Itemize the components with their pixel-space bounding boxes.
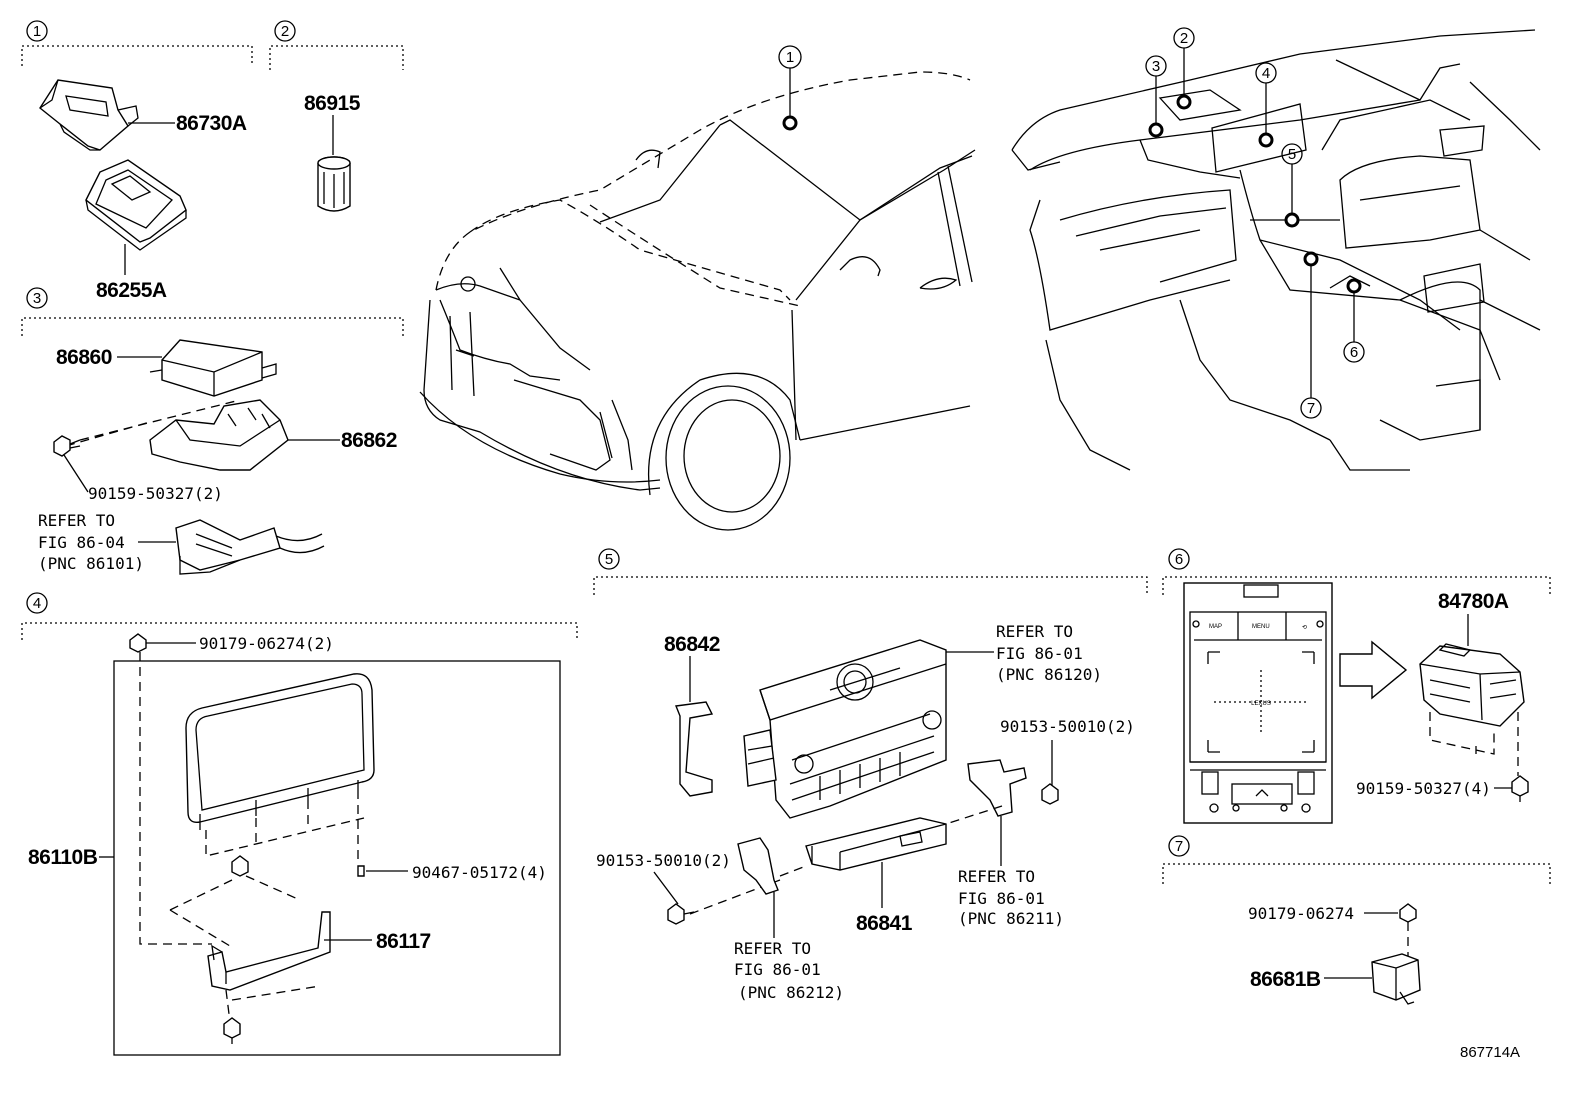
ref-text-line3: (PNC 86120)	[996, 665, 1102, 684]
wire-harness-drawing	[175, 519, 325, 575]
part-label-86681B: 86681B	[1250, 968, 1321, 991]
svg-text:3: 3	[1152, 58, 1160, 75]
part-86255A-drawing	[85, 159, 187, 251]
section-2-header: 2	[269, 20, 404, 70]
locator-marker-5: 5	[1281, 143, 1303, 228]
part-label-86110B: 86110B	[28, 846, 98, 869]
map-button: MAP	[1209, 624, 1222, 630]
part-label-86842: 86842	[664, 633, 720, 656]
part-label-90179-06274-2: 90179-06274(2)	[199, 634, 334, 653]
svg-text:7: 7	[1175, 838, 1183, 855]
svg-text:6: 6	[1175, 551, 1183, 568]
svg-text:4: 4	[1262, 65, 1270, 82]
part-label-84780A: 84780A	[1438, 590, 1509, 613]
ref-text-line1: REFER TO	[958, 867, 1035, 886]
part-84780A-drawing	[1419, 643, 1525, 727]
display-86110B-drawing	[185, 673, 375, 830]
section-4-header: 4	[21, 592, 578, 640]
part-label-86862: 86862	[341, 429, 397, 452]
locator-marker-2: 2	[1173, 27, 1195, 110]
ref-text-line3: (PNC 86211)	[958, 909, 1064, 928]
locator-marker-6: 6	[1343, 278, 1365, 363]
ref-text-line1: REFER TO	[38, 511, 115, 530]
bolt-bottom-drawing	[223, 1017, 241, 1044]
part-label-86117: 86117	[376, 930, 431, 953]
part-86681B-drawing	[1371, 953, 1421, 1005]
bolt-90179-top-drawing	[129, 633, 147, 653]
controller-logo: LEXUS	[1251, 701, 1271, 707]
ref-text-line2: FIG 86-01	[996, 644, 1083, 663]
svg-text:4: 4	[33, 595, 41, 612]
svg-text:7: 7	[1307, 400, 1315, 417]
part-label-90159-50327-2: 90159-50327(2)	[88, 484, 223, 503]
locator-marker-7: 7	[1300, 251, 1322, 419]
part-label-90159-50327-4: 90159-50327(4)	[1356, 779, 1491, 798]
audio-unit-drawing	[743, 639, 947, 819]
ref-text-line1: REFER TO	[734, 939, 811, 958]
svg-text:5: 5	[1288, 146, 1296, 163]
menu-button: MENU	[1252, 624, 1270, 630]
section-1-header: 1	[21, 20, 253, 66]
part-86915-drawing	[317, 156, 351, 212]
part-label-86730A: 86730A	[176, 112, 247, 135]
remote-touch-controller-drawing	[1183, 582, 1333, 824]
bolt-center-drawing	[231, 855, 249, 877]
bolt-90159-4-drawing	[1511, 775, 1529, 802]
figure-id: 867714A	[1460, 1044, 1520, 1061]
bracket-right-drawing	[967, 759, 1027, 817]
part-86730A-drawing	[39, 79, 139, 151]
ref-text-line1: REFER TO	[996, 622, 1073, 641]
section-7-header: 7	[1162, 835, 1551, 884]
part-label-86860: 86860	[56, 346, 112, 369]
locator-marker-4: 4	[1255, 62, 1277, 148]
bracket-left-drawing	[737, 837, 779, 895]
ref-text-line3: (PNC 86212)	[738, 983, 844, 1002]
part-86860-drawing	[149, 339, 277, 397]
svg-text:2: 2	[1180, 30, 1188, 47]
section-3-header: 3	[21, 287, 404, 336]
bolt-90153-left-drawing	[667, 903, 695, 925]
svg-text:1: 1	[33, 23, 41, 40]
ref-text-line2: FIG 86-04	[38, 533, 125, 552]
back-button: ⟲	[1302, 625, 1307, 631]
svg-text:3: 3	[33, 290, 41, 307]
vehicle-interior-drawing	[1011, 29, 1541, 471]
part-label-90153-50010-2-left: 90153-50010(2)	[596, 851, 731, 870]
ref-text-line3: (PNC 86101)	[38, 554, 144, 573]
arrow-icon	[1339, 640, 1408, 700]
bolt-90159-2-drawing	[53, 435, 81, 457]
part-86862-drawing	[149, 399, 289, 471]
ref-text-line2: FIG 86-01	[734, 960, 821, 979]
locator-marker-1: 1	[778, 45, 802, 131]
part-label-86841: 86841	[856, 912, 913, 935]
section-6-header: 6	[1162, 548, 1551, 595]
part-label-90179-06274: 90179-06274	[1248, 904, 1354, 923]
svg-text:2: 2	[281, 23, 289, 40]
part-label-86915: 86915	[304, 92, 361, 115]
svg-text:6: 6	[1350, 344, 1358, 361]
part-86841-drawing	[805, 817, 947, 871]
assembly-frame-86110B	[113, 660, 561, 1056]
part-label-90153-50010-2-right: 90153-50010(2)	[1000, 717, 1135, 736]
part-label-86255A: 86255A	[96, 279, 167, 302]
bolt-90179-drawing	[1399, 903, 1417, 923]
svg-text:5: 5	[605, 551, 613, 568]
ref-text-line2: FIG 86-01	[958, 889, 1045, 908]
bolt-90153-right-drawing	[1041, 783, 1059, 805]
section-5-header: 5	[593, 548, 1148, 595]
locator-marker-3: 3	[1145, 55, 1167, 138]
vehicle-exterior-drawing	[419, 71, 976, 531]
part-label-90467-05172-4: 90467-05172(4)	[412, 863, 547, 882]
bracket-86117-drawing	[207, 911, 331, 991]
part-86842-drawing	[675, 701, 714, 797]
svg-text:1: 1	[786, 49, 794, 66]
